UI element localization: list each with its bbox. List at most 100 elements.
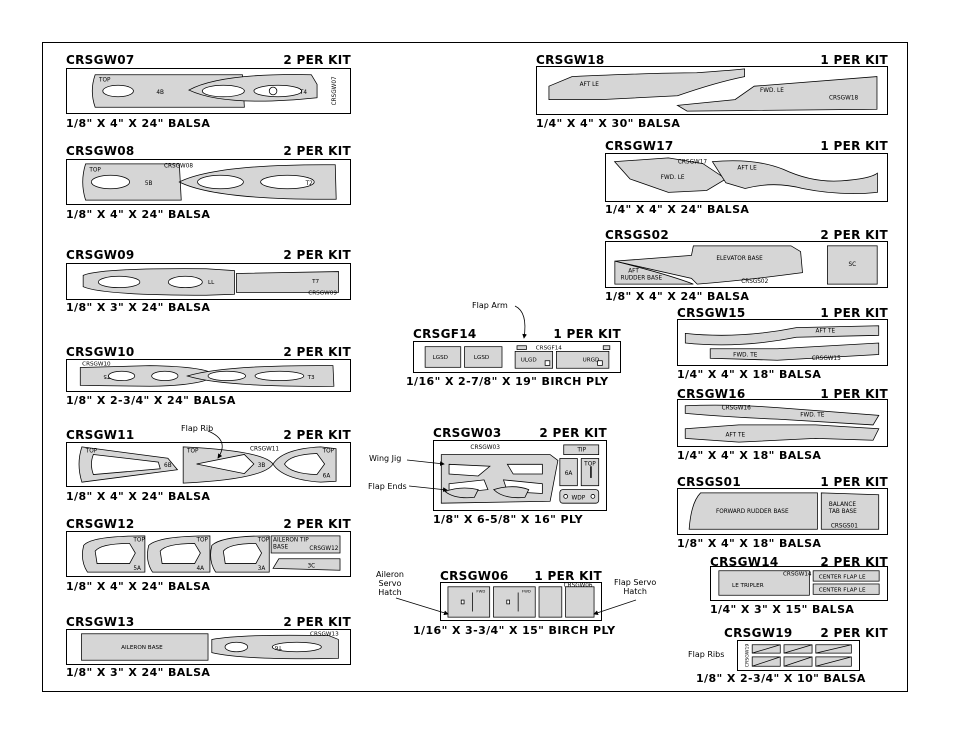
sheet-quantity: 1 PER KIT (553, 327, 621, 341)
sheet-crsgw08: TOP 5B CRSGW08 T2 (66, 159, 351, 205)
sheet-material: 1/4" X 4" X 30" BALSA (536, 117, 681, 130)
part-label: URGD (583, 358, 600, 364)
sheet-code: CRSGW11 (66, 428, 135, 442)
part-label: T5 (103, 373, 111, 379)
sheet-quantity: 2 PER KIT (283, 517, 351, 531)
sheet-crsgw18: AFT LE FWD. LE CRSGW18 (536, 66, 888, 115)
leading-edge-part (613, 157, 727, 193)
sheet-quantity: 2 PER KIT (539, 426, 607, 440)
part-label: CRSGW18 (829, 96, 858, 102)
sheet-crsgw10: CRSGW10 T5 T3 (66, 359, 351, 392)
sheet-material: 1/8" X 3" X 24" BALSA (66, 301, 211, 314)
part-label: AFT LE (737, 165, 757, 171)
sheet-code: CRSGW12 (66, 517, 135, 531)
part-label: CRSGF14 (536, 346, 563, 352)
flap-end-part (444, 487, 479, 499)
part-label: LGSD (433, 355, 448, 361)
leading-edge-part (711, 160, 878, 195)
le-tripler-part (718, 570, 810, 596)
part-label: TIP (576, 448, 586, 454)
sheet-crsgw11: TOP 6B TOP CRSGW11 3B TOP 6A (66, 442, 351, 487)
part-label: T2 (305, 181, 313, 187)
sheet-material: 1/8" X 4" X 24" BALSA (66, 580, 211, 593)
part-label: ULGD (521, 358, 537, 364)
servo-hatch-part (447, 586, 491, 618)
part-label: CRSGW03 (470, 445, 500, 451)
part-label: LGSD (474, 355, 489, 361)
sheet-quantity: 2 PER KIT (820, 228, 888, 242)
sheet-crsgw15: AFT TE FWD. TE CRSGW15 (677, 319, 888, 366)
sheet-quantity: 1 PER KIT (820, 306, 888, 320)
sheet-material: 1/4" X 4" X 18" BALSA (677, 368, 822, 381)
sheet-quantity: 2 PER KIT (283, 53, 351, 67)
sheet-code: CRSGW16 (677, 387, 746, 401)
part-label: CRSGW13 (310, 632, 339, 638)
callout-flap-servo-hatch: Flap Servo Hatch (614, 578, 656, 596)
part-label: FORWARD RUDDER BASE (716, 509, 789, 515)
flap-rib-part (751, 644, 781, 654)
sheet-code: CRSGW18 (536, 53, 605, 67)
part-label: SC (848, 262, 856, 268)
sheet-crsgw14: LE TRIPLER CRSGW14 CENTER FLAP LE CENTER… (710, 566, 888, 601)
part-label: TOP (132, 538, 145, 544)
part-label: AFT LE (580, 82, 600, 88)
sheet-quantity: 1 PER KIT (820, 387, 888, 401)
part-label: T3 (307, 375, 315, 381)
sheet-crsgw12: TOP 5A TOP 4A TOP 3A AILERON TIP BASE CR… (66, 531, 351, 577)
sheet-material: 1/8" X 4" X 24" BALSA (66, 208, 211, 221)
sheet-code: CRSGW10 (66, 345, 135, 359)
flap-rib-part (751, 656, 781, 667)
leading-edge-part (676, 76, 878, 112)
sheet-material: 1/16" X 2-7/8" X 19" BIRCH PLY (406, 375, 609, 388)
part-label: TOP (98, 77, 111, 83)
flap-arm-part (516, 345, 527, 350)
sheet-quantity: 1 PER KIT (820, 53, 888, 67)
sheet-crsgw17: CRSGW17 FWD. LE AFT LE (605, 153, 888, 202)
part-label: 3B (258, 463, 266, 469)
part-label: BALANCE (829, 502, 856, 508)
flap-rib-part (783, 644, 813, 654)
part-label: 4A (197, 566, 205, 572)
trailing-edge-part (684, 404, 880, 426)
part-label: TOP (196, 538, 209, 544)
part-label: 3C (308, 563, 316, 569)
callout-line: Aileron (376, 570, 404, 579)
callout-flap-ends: Flap Ends (368, 482, 407, 491)
part-label: FWD (522, 588, 531, 593)
part-label: FWD (476, 588, 485, 593)
sheet-code: CRSGW19 (724, 626, 793, 640)
part-label: LL (208, 280, 215, 286)
sheet-code: CRSGW09 (66, 248, 135, 262)
sheet-code: CRSGW17 (605, 139, 674, 153)
part-label: T6 (274, 644, 282, 650)
sheet-crsgw19: CRSGW19 (737, 640, 860, 671)
sheet-quantity: 2 PER KIT (283, 345, 351, 359)
part-label: CRSGW10 (82, 362, 111, 368)
part-label: CRSGS02 (741, 279, 768, 285)
rib-part (82, 268, 235, 296)
landing-gear-part (556, 351, 610, 369)
part-label: CRSGW17 (678, 160, 707, 166)
part-label: TOP (88, 167, 101, 173)
callout-aileron-servo-hatch: Aileron Servo Hatch (376, 570, 404, 597)
part-label: CRSGS01 (831, 523, 858, 529)
parts-sheet-border (42, 42, 908, 692)
sheet-quantity: 2 PER KIT (283, 428, 351, 442)
trailing-edge-part (709, 342, 880, 361)
flap-rib-part (815, 644, 852, 654)
sheet-material: 1/4" X 4" X 24" BALSA (605, 203, 750, 216)
rib-part (270, 535, 341, 554)
trailing-edge-part (684, 424, 880, 443)
part-label: 3A (258, 566, 266, 572)
part-label: AILERON TIP (273, 538, 309, 544)
rudder-base-part (688, 492, 818, 530)
part-label: AFT TE (725, 432, 745, 438)
sheet-quantity: 1 PER KIT (534, 569, 602, 583)
sheet-crsgs02: ELEVATOR BASE SC AFT RUDDER BASE CRSGS02 (605, 241, 888, 288)
trailing-edge-part (684, 325, 880, 346)
part-label: FWD. LE (661, 175, 685, 181)
sheet-crsgw07: TOP 4B T4 CRSGW07 (66, 68, 351, 114)
part-label: 5B (145, 181, 153, 187)
part-label: 6A (323, 473, 331, 479)
part-label: CENTER FLAP LE (819, 574, 866, 580)
